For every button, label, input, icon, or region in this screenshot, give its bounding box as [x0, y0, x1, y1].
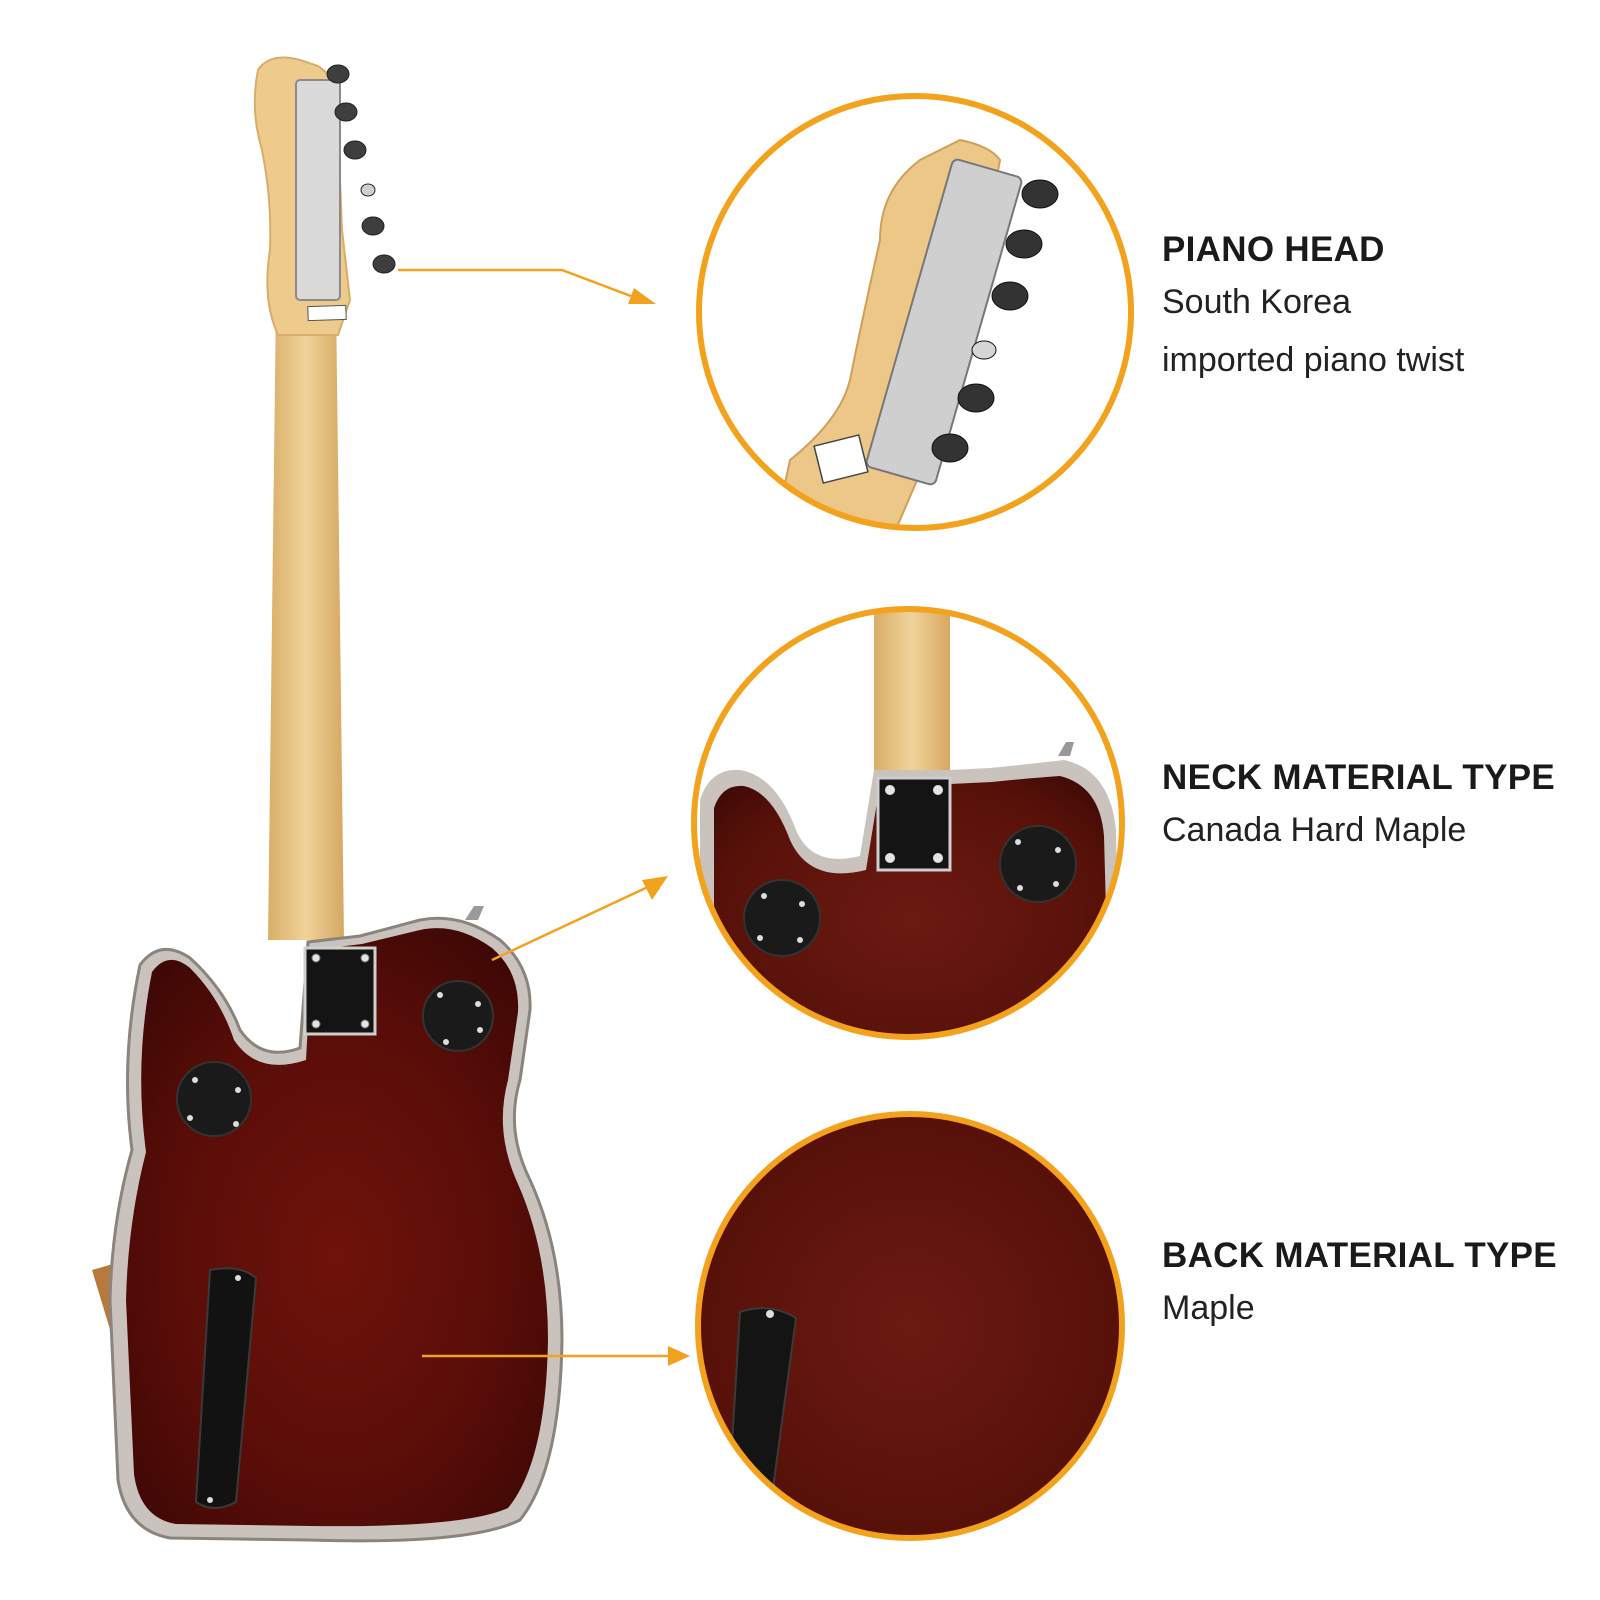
zoom-circle-back-wood: [695, 1111, 1125, 1541]
feature-title: NECK MATERIAL TYPE: [1162, 758, 1556, 797]
feature-neck-material: NECK MATERIAL TYPE Canada Hard Maple: [1162, 756, 1555, 860]
feature-line: South Korea: [1162, 283, 1352, 321]
zoom-circle-headstock: [696, 93, 1134, 531]
callout-arrows: [398, 268, 672, 1358]
pickup-cavity-plate: [194, 1267, 258, 1509]
zoom-circle-neck-joint: [691, 606, 1125, 1040]
control-cover-left: [176, 1061, 252, 1137]
arrow-headstock: [398, 268, 637, 300]
arrow-neck: [491, 884, 651, 962]
feature-title: PIANO HEAD: [1162, 230, 1385, 269]
control-cover-right: [422, 980, 494, 1052]
feature-piano-head: PIANO HEAD South Korea imported piano tw…: [1162, 228, 1464, 388]
feature-title: BACK MATERIAL TYPE: [1162, 1236, 1557, 1275]
feature-line: Maple: [1162, 1289, 1255, 1327]
guitar-full-back-view: [92, 56, 564, 1543]
feature-line: Canada Hard Maple: [1162, 811, 1467, 849]
feature-line: imported piano twist: [1162, 341, 1465, 379]
tuner-pegs: [326, 64, 396, 274]
guitar-neck: [268, 300, 344, 940]
feature-back-material: BACK MATERIAL TYPE Maple: [1162, 1234, 1557, 1338]
tuner-plate: [295, 79, 341, 301]
serial-sticker: [307, 304, 347, 322]
